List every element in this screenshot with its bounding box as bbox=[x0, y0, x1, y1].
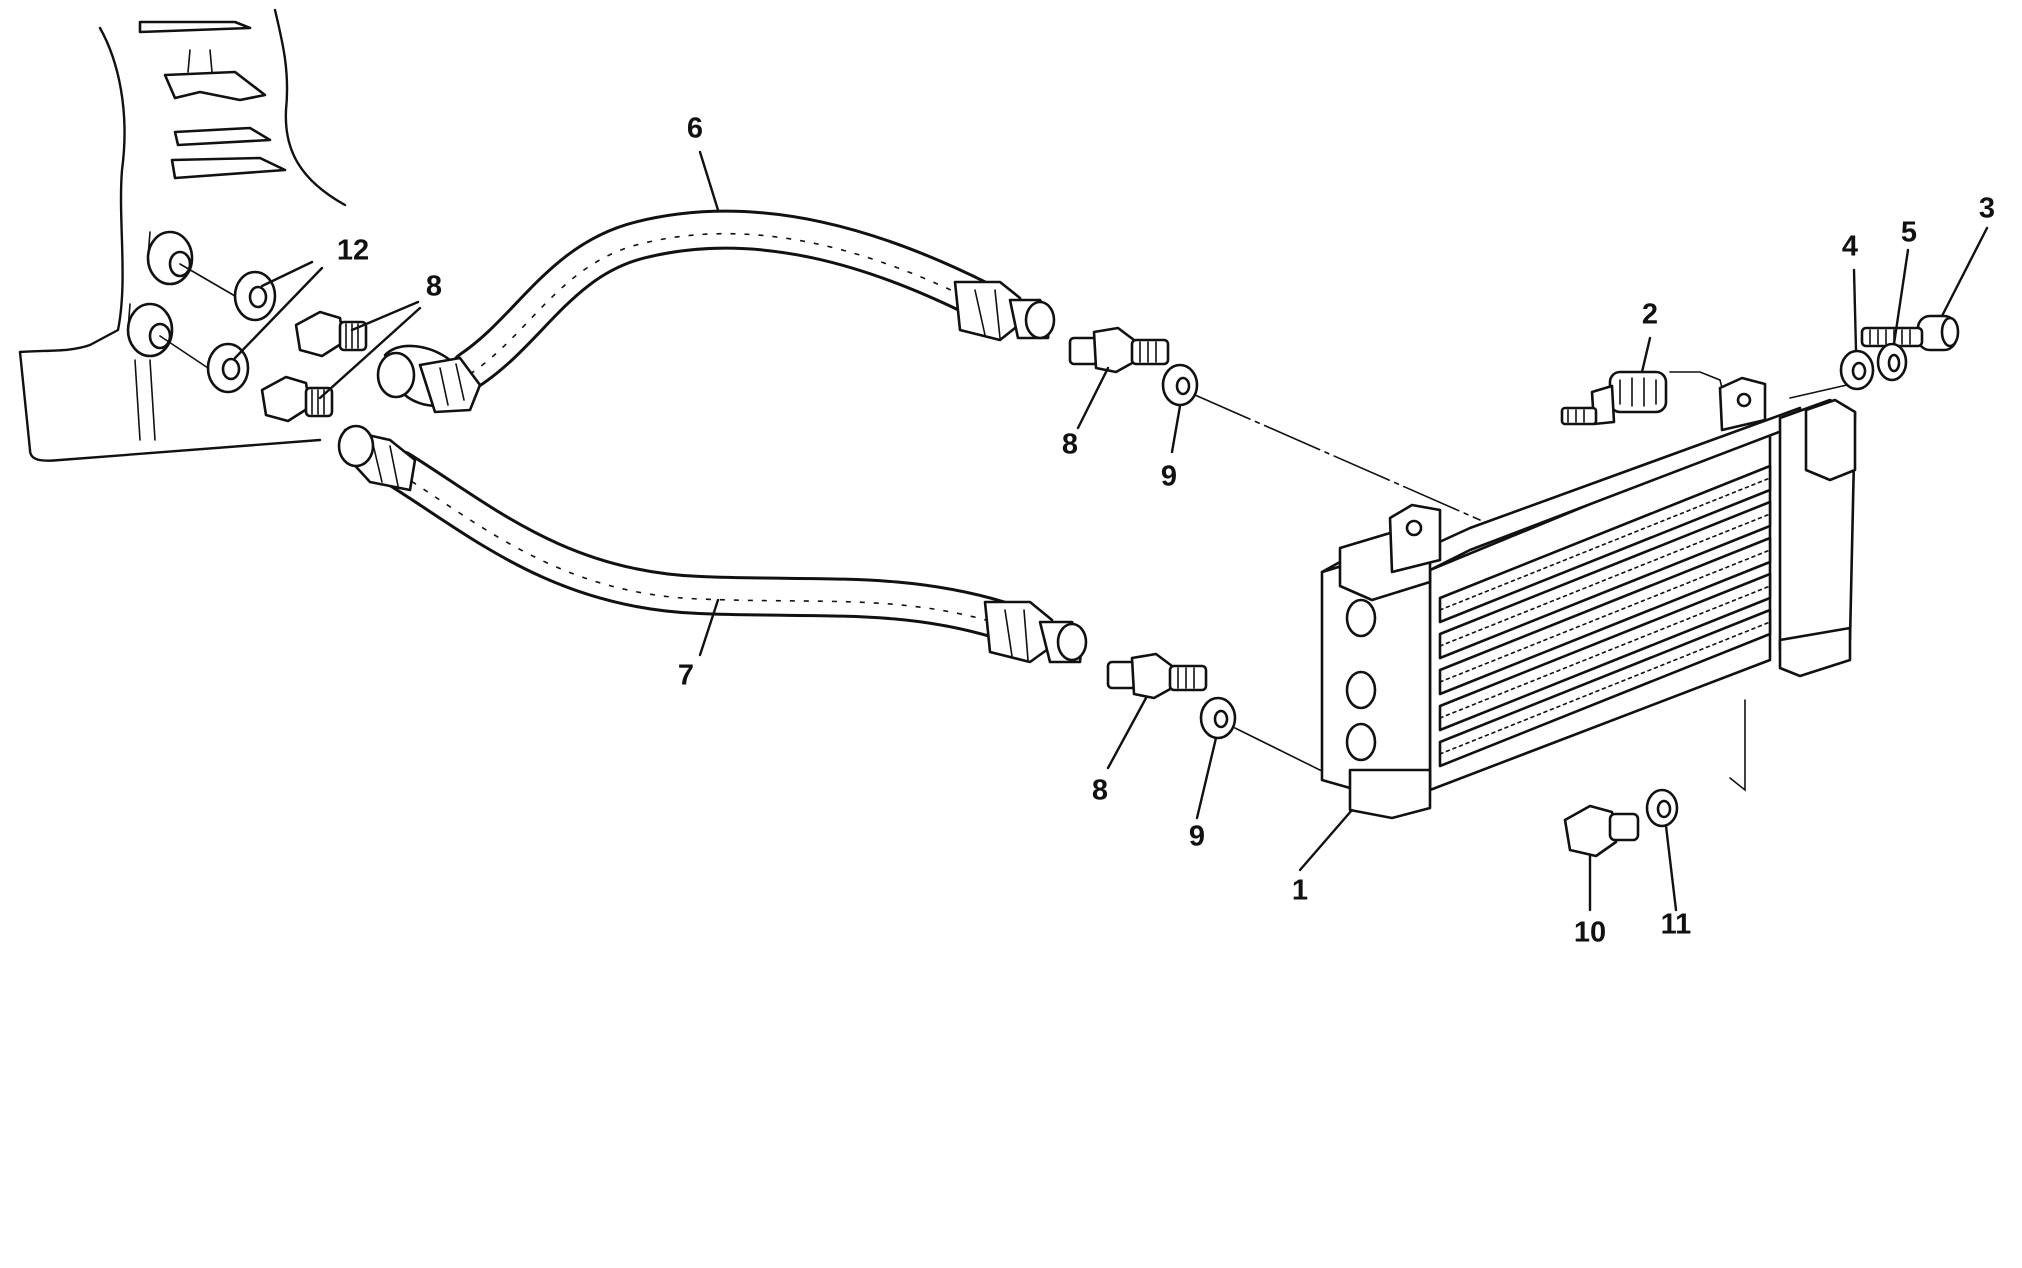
label-part-8-upper-right: 8 bbox=[1062, 429, 1078, 461]
label-part-6: 6 bbox=[687, 113, 703, 145]
label-part-7: 7 bbox=[678, 660, 694, 692]
label-part-10: 10 bbox=[1574, 917, 1606, 949]
label-part-5: 5 bbox=[1901, 217, 1917, 249]
union-fitting-8-lower-left bbox=[260, 375, 334, 423]
part-callouts: 1 2 3 4 5 6 7 8 8 8 9 9 10 11 12 bbox=[337, 113, 1995, 949]
union-fitting-8-upper-right bbox=[1068, 326, 1170, 374]
oil-cooler-1 bbox=[1320, 376, 1857, 820]
label-part-1: 1 bbox=[1292, 875, 1308, 907]
spring-washer-5 bbox=[1876, 342, 1908, 382]
label-part-12: 12 bbox=[337, 235, 369, 267]
oil-hose-7 bbox=[337, 424, 1088, 664]
label-part-11: 11 bbox=[1661, 909, 1692, 941]
union-fitting-8-upper-left bbox=[294, 310, 368, 358]
cooler-fin-rows bbox=[1438, 464, 1772, 768]
washer-4 bbox=[1839, 349, 1875, 391]
label-part-8-left: 8 bbox=[426, 271, 442, 303]
leader-lines bbox=[233, 150, 1989, 912]
drain-plug-10 bbox=[1563, 804, 1640, 858]
engine-case bbox=[18, 8, 347, 462]
oil-hose-6 bbox=[376, 209, 1056, 414]
bolt-3 bbox=[1860, 314, 1960, 352]
washer-12-upper bbox=[233, 270, 277, 322]
label-part-4: 4 bbox=[1842, 231, 1858, 263]
washer-9-lower bbox=[1199, 696, 1237, 740]
label-part-8-lower-right: 8 bbox=[1092, 775, 1108, 807]
label-part-9-lower: 9 bbox=[1189, 821, 1205, 853]
washer-11 bbox=[1645, 788, 1679, 828]
label-part-2: 2 bbox=[1642, 299, 1658, 331]
label-part-3: 3 bbox=[1979, 193, 1995, 225]
label-part-9-upper: 9 bbox=[1161, 461, 1177, 493]
washer-9-upper bbox=[1161, 363, 1199, 407]
union-fitting-8-lower-right bbox=[1106, 652, 1208, 700]
rubber-mount-2 bbox=[1560, 370, 1668, 426]
